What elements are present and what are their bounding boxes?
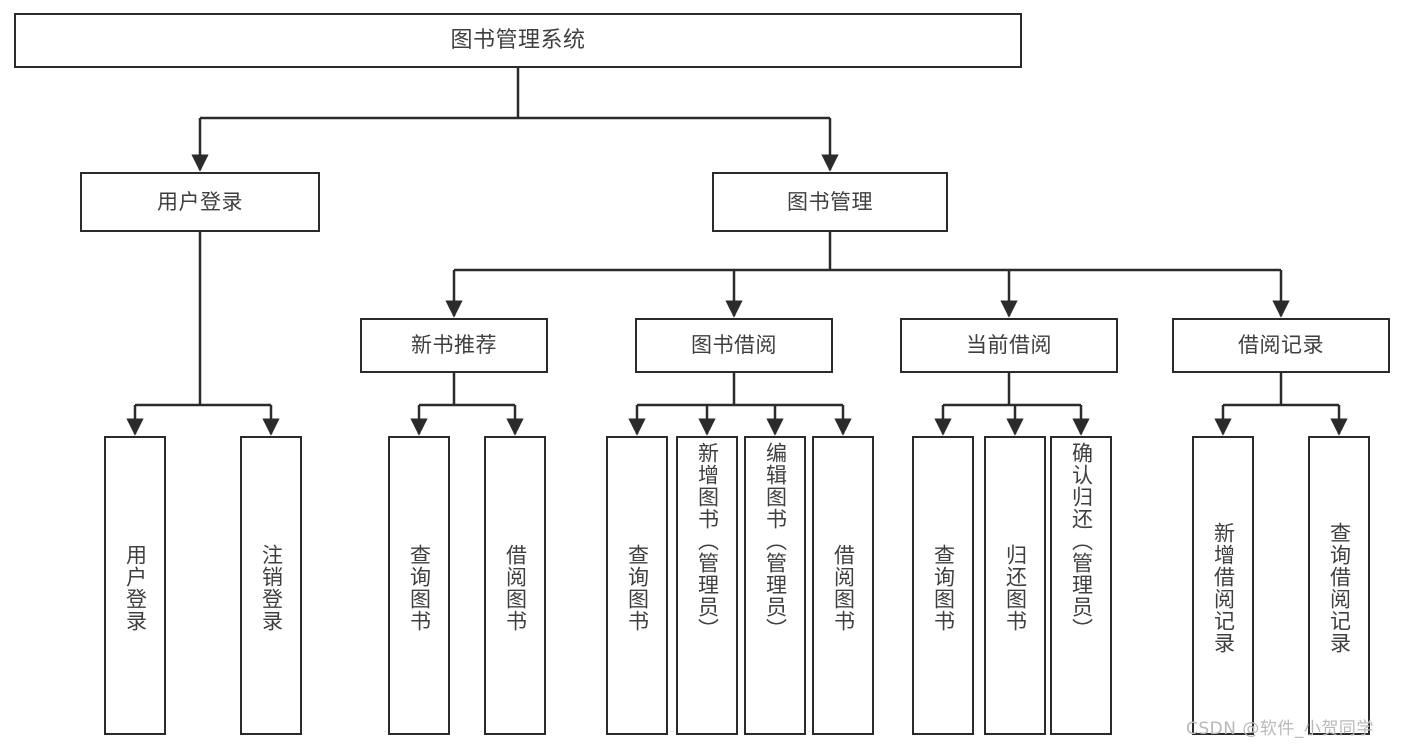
node-label: 图书管理 [787,189,873,214]
node-level1-2[interactable]: 图书管理 [712,172,948,232]
node-leaf-8[interactable]: 借阅图书 [812,436,874,735]
node-label: 新增借阅记录 [1211,521,1236,654]
node-leaf-9[interactable]: 查询图书 [912,436,974,735]
node-leaf-6[interactable]: 新增图书（管理员） [676,436,738,735]
node-label: 借阅图书 [831,543,856,632]
node-label: 归还图书 [1003,543,1028,632]
node-leaf-3[interactable]: 查询图书 [388,436,450,735]
node-leaf-2[interactable]: 注销登录 [240,436,302,735]
node-leaf-11[interactable]: 确认归还（管理员） [1050,436,1112,735]
node-label: 图书借阅 [691,333,777,358]
node-leaf-5[interactable]: 查询图书 [606,436,668,735]
node-leaf-13[interactable]: 查询借阅记录 [1308,436,1370,735]
node-label: 用户登录 [157,189,243,214]
node-leaf-1[interactable]: 用户登录 [104,436,166,735]
node-level2-3[interactable]: 当前借阅 [900,318,1118,373]
node-label: 借阅记录 [1238,333,1324,358]
node-level2-4[interactable]: 借阅记录 [1172,318,1390,373]
node-leaf-7[interactable]: 编辑图书（管理员） [744,436,806,735]
node-leaf-12[interactable]: 新增借阅记录 [1192,436,1254,735]
node-label: 借阅图书 [503,543,528,632]
node-label: 查询图书 [931,543,956,632]
node-label: 确认归还（管理员） [1069,442,1094,640]
node-label: 当前借阅 [966,333,1052,358]
node-label: 查询借阅记录 [1327,521,1352,654]
node-label: 查询图书 [625,543,650,632]
node-level1-1[interactable]: 用户登录 [80,172,320,232]
node-label: 新增图书（管理员） [695,442,720,640]
node-label: 图书管理系统 [450,27,586,53]
node-level2-2[interactable]: 图书借阅 [635,318,833,373]
node-root-system[interactable]: 图书管理系统 [14,13,1022,68]
node-label: 新书推荐 [411,333,497,358]
node-leaf-4[interactable]: 借阅图书 [484,436,546,735]
node-label: 用户登录 [123,543,148,632]
node-label: 注销登录 [259,543,284,632]
node-label: 编辑图书（管理员） [763,442,788,640]
node-level2-1[interactable]: 新书推荐 [360,318,548,373]
node-label: 查询图书 [407,543,432,632]
watermark-text: CSDN @软件_小贺同学 [1186,719,1374,739]
node-leaf-10[interactable]: 归还图书 [984,436,1046,735]
